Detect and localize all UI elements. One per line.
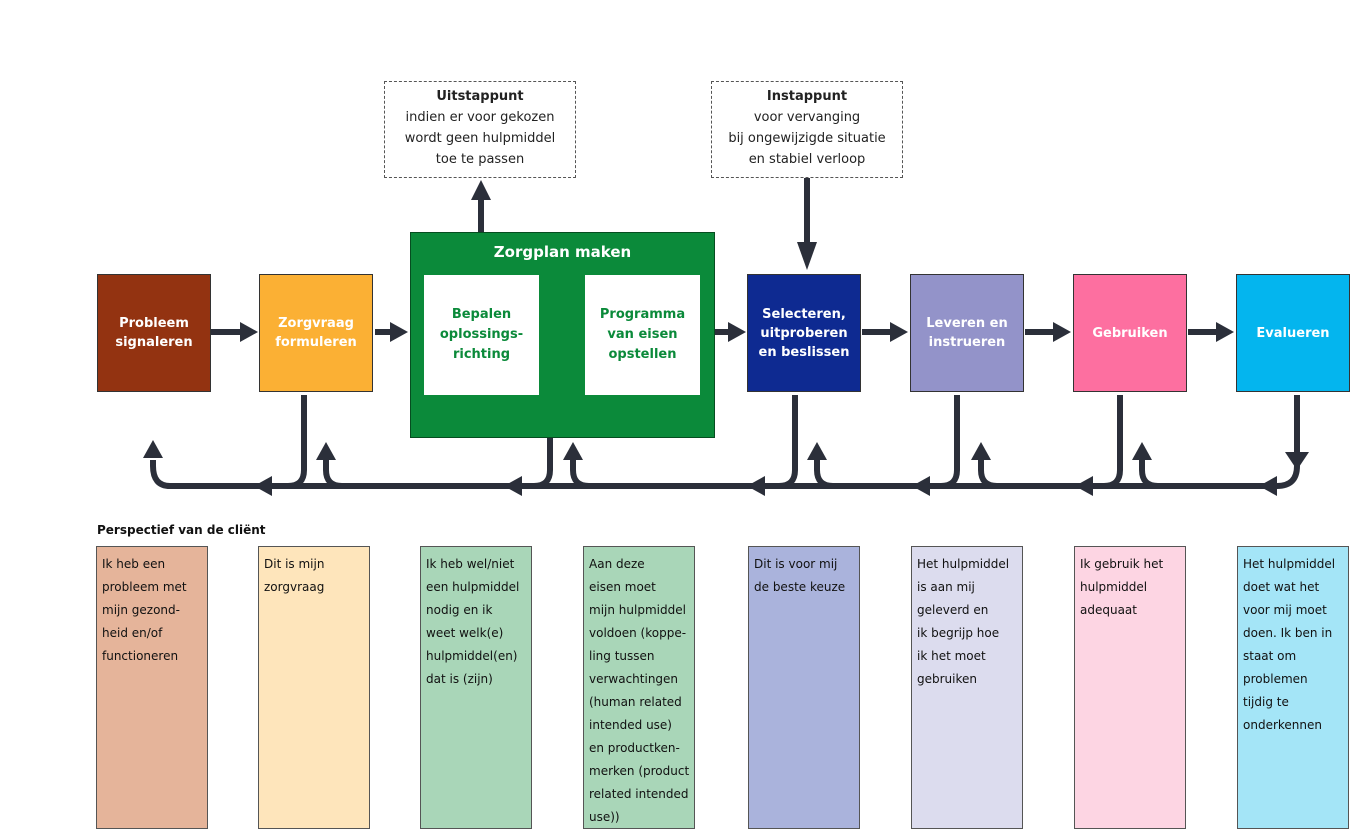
exit-point-text: indien er voor gekozen wordt geen hulpmi… bbox=[404, 110, 556, 167]
entry-point-callout: Instappunt voor vervanging bij ongewijzi… bbox=[711, 81, 903, 178]
perspective-box-leveren: Het hulpmiddel is aan mij geleverd en ik… bbox=[911, 546, 1023, 829]
entry-point-title: Instappunt bbox=[766, 89, 848, 104]
feedback-loop-line bbox=[150, 395, 1300, 489]
perspective-box-probleem: Ik heb een probleem met mijn gezond- hei… bbox=[96, 546, 208, 829]
perspective-title: Perspectief van de cliënt bbox=[97, 523, 266, 537]
perspective-box-oplossingsrichting: Ik heb wel/niet een hulpmiddel nodig en … bbox=[420, 546, 532, 829]
step-leveren-instrueren: Leveren en instrueren bbox=[910, 274, 1024, 392]
step-gebruiken: Gebruiken bbox=[1073, 274, 1187, 392]
step-zorgvraag-formuleren: Zorgvraag formuleren bbox=[259, 274, 373, 392]
exit-point-callout: Uitstappunt indien er voor gekozen wordt… bbox=[384, 81, 576, 178]
perspective-box-gebruiken: Ik gebruik het hulpmiddel adequaat bbox=[1074, 546, 1186, 829]
perspective-box-zorgvraag: Dit is mijn zorgvraag bbox=[258, 546, 370, 829]
step-probleem-signaleren: Probleem signaleren bbox=[97, 274, 211, 392]
zorgplan-title: Zorgplan maken bbox=[493, 243, 632, 261]
entry-point-text: voor vervanging bij ongewijzigde situati… bbox=[728, 110, 886, 167]
exit-point-title: Uitstappunt bbox=[436, 89, 524, 104]
step-programma-van-eisen: Programma van eisen opstellen bbox=[585, 275, 700, 395]
step-bepalen-oplossingsrichting: Bepalen oplossings- richting bbox=[424, 275, 539, 395]
zorgplan-maken-box: Zorgplan maken Bepalen oplossings- richt… bbox=[410, 232, 715, 438]
step-evalueren: Evalueren bbox=[1236, 274, 1350, 392]
perspective-box-evalueren: Het hulpmiddel doet wat het voor mij moe… bbox=[1237, 546, 1349, 829]
perspective-box-selecteren: Dit is voor mij de beste keuze bbox=[748, 546, 860, 829]
perspective-box-programma-van-eisen: Aan deze eisen moet mijn hulpmiddel vold… bbox=[583, 546, 695, 829]
step-selecteren-uitproberen-beslissen: Selecteren, uitproberen en beslissen bbox=[747, 274, 861, 392]
